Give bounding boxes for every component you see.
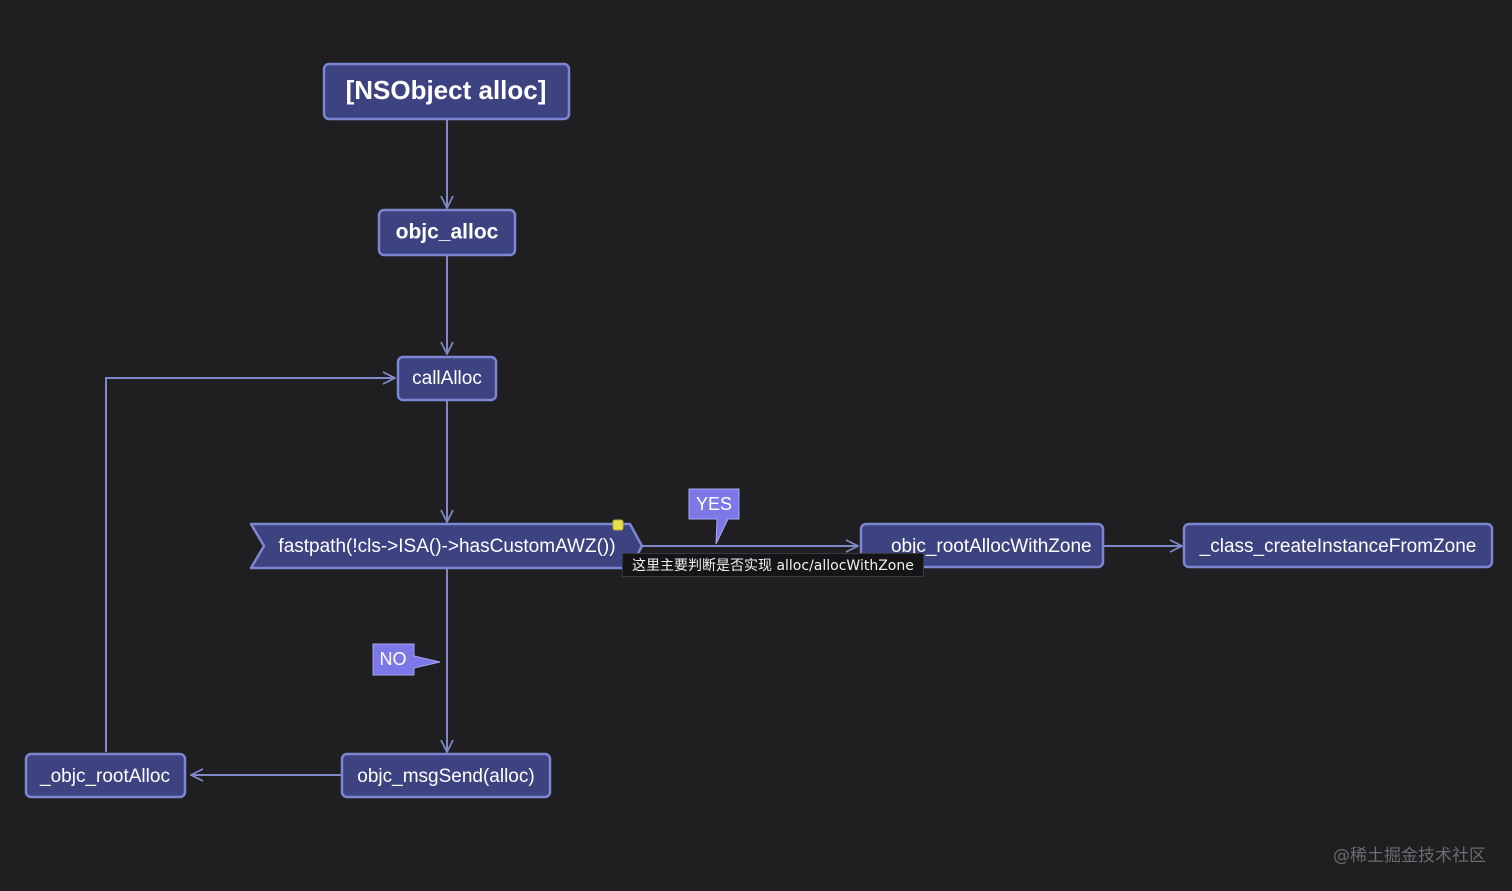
node-objc-msgsend-label: objc_msgSend(alloc) bbox=[357, 766, 534, 787]
node-nsobject-alloc-label: [NSObject alloc] bbox=[346, 75, 547, 105]
label-yes-text: YES bbox=[696, 494, 732, 514]
node-objc-rootallocwithzone-label: _objc_rootAllocWithZone bbox=[879, 536, 1091, 557]
node-fastpath[interactable]: fastpath(!cls->ISA()->hasCustomAWZ()) bbox=[249, 519, 644, 570]
node-objc-rootalloc-label: _objc_rootAlloc bbox=[39, 766, 170, 787]
note-tooltip: 这里主要判断是否实现 alloc/allocWithZone bbox=[622, 553, 924, 577]
watermark: @稀土掘金技术社区 bbox=[1333, 846, 1486, 866]
node-class-createinstancefromzone[interactable]: _class_createInstanceFromZone bbox=[1182, 522, 1494, 569]
node-objc-alloc[interactable]: objc_alloc bbox=[377, 208, 517, 257]
label-no: NO bbox=[372, 643, 441, 676]
edges bbox=[105, 120, 1182, 775]
node-nsobject-alloc[interactable]: [NSObject alloc] bbox=[322, 62, 571, 121]
node-callalloc-label: callAlloc bbox=[412, 368, 482, 389]
edge-rootalloc-to-callalloc bbox=[105, 378, 395, 752]
label-yes: YES bbox=[688, 488, 740, 545]
node-callalloc[interactable]: callAlloc bbox=[396, 355, 498, 402]
node-objc-rootalloc[interactable]: _objc_rootAlloc bbox=[24, 752, 187, 799]
node-class-createinstancefromzone-label: _class_createInstanceFromZone bbox=[1199, 536, 1477, 557]
node-objc-msgsend[interactable]: objc_msgSend(alloc) bbox=[340, 752, 552, 799]
node-fastpath-label: fastpath(!cls->ISA()->hasCustomAWZ()) bbox=[278, 536, 615, 557]
note-marker-icon[interactable] bbox=[612, 519, 624, 531]
label-no-text: NO bbox=[380, 649, 407, 669]
node-objc-alloc-label: objc_alloc bbox=[396, 221, 499, 244]
